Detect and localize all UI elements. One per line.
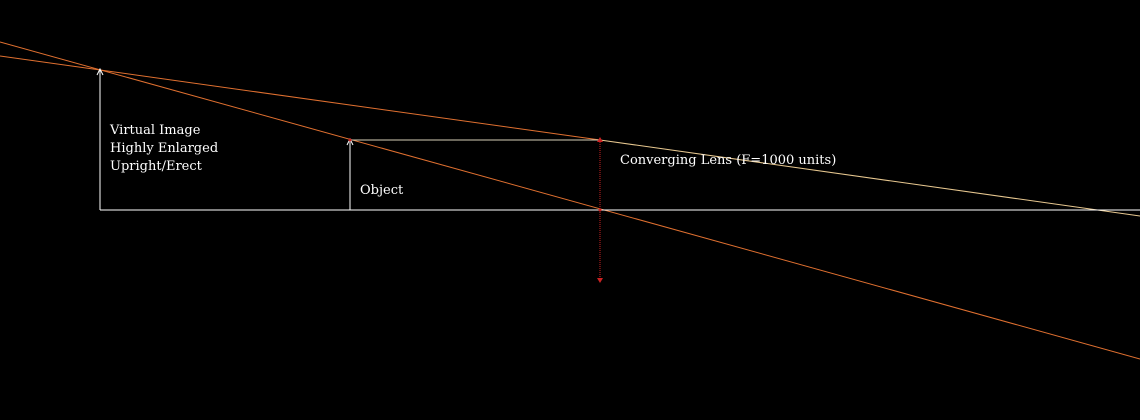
lens-center-marker	[598, 208, 602, 212]
lens-label: Converging Lens (F=1000 units)	[620, 153, 837, 168]
ray-refracted	[599, 139, 1140, 217]
virtual-image-line-1: Virtual Image	[110, 123, 201, 138]
lens-top-arrowhead	[597, 137, 603, 142]
virtual-image-line-3: Upright/Erect	[110, 159, 202, 174]
lens-bottom-arrowhead	[597, 278, 603, 283]
virtual-image-label: Virtual Image Highly Enlarged Upright/Er…	[110, 122, 218, 176]
virtual-image-arrowhead	[96, 67, 104, 76]
ray-through-center	[0, 41, 1140, 360]
object-tip-marker	[348, 138, 352, 142]
object-label: Object	[360, 183, 404, 198]
ray-virtual-extension	[0, 55, 601, 141]
virtual-image-line-2: Highly Enlarged	[110, 141, 219, 156]
